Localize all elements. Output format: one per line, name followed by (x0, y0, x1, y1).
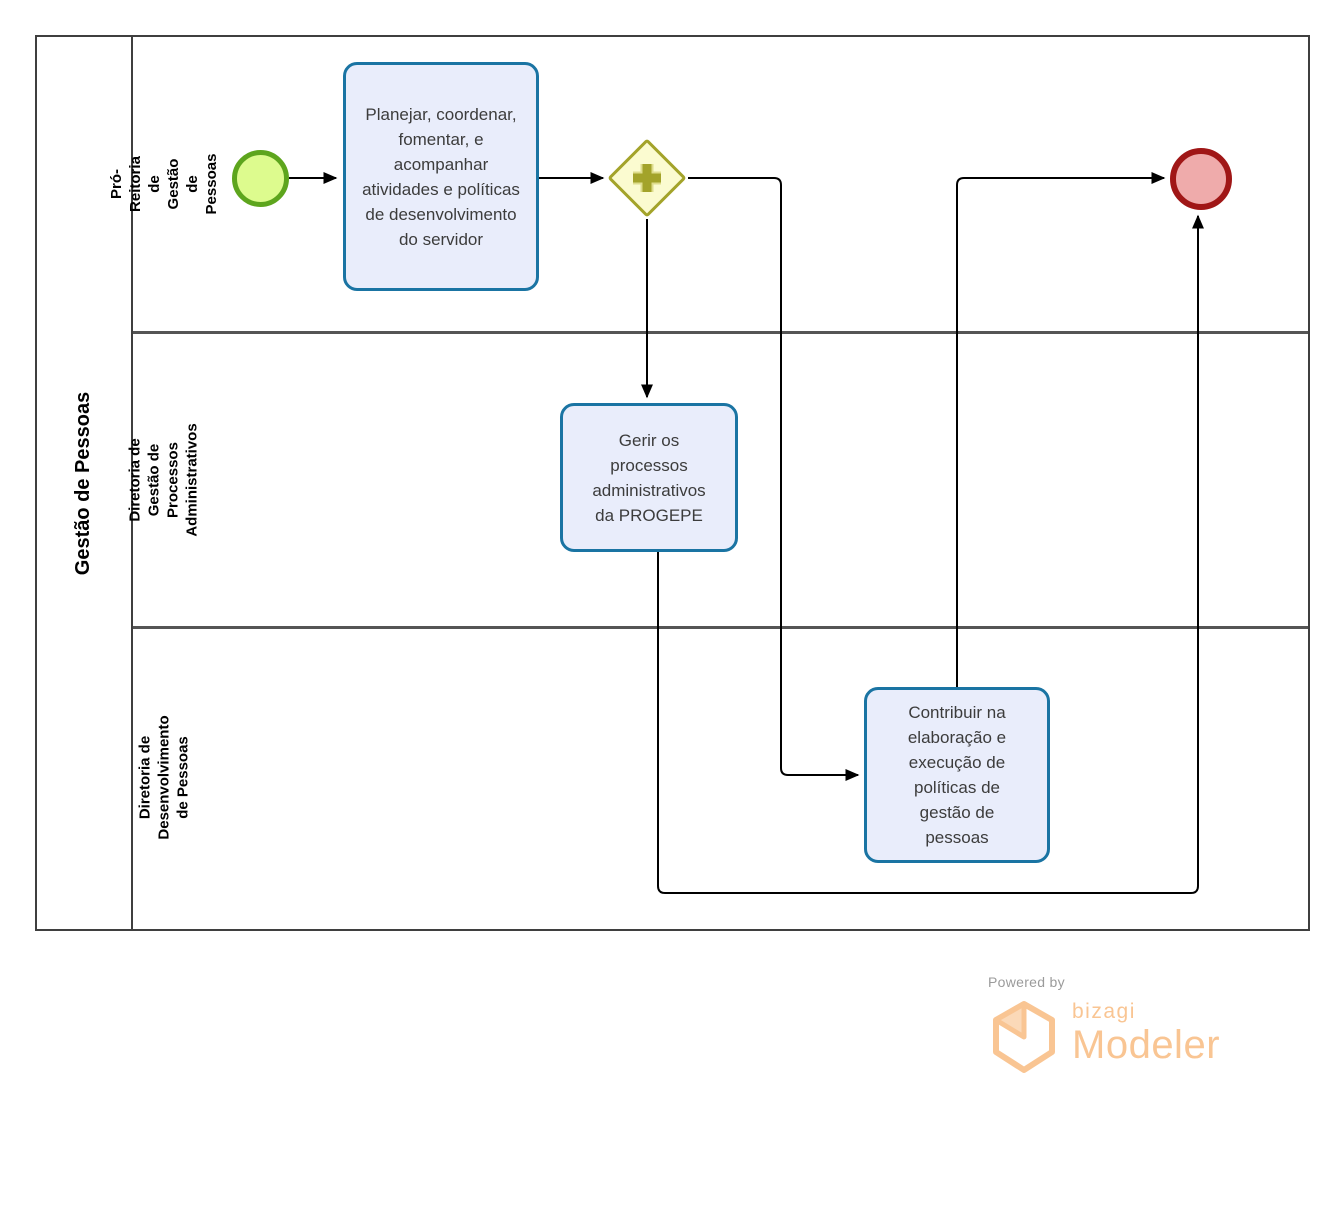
plus-icon (628, 159, 666, 197)
pool-title: Gestão de Pessoas (72, 391, 95, 575)
task-planejar[interactable]: Planejar, coordenar, fomentar, e acompan… (343, 62, 539, 291)
lane-header: Diretoria de Gestão de Processos Adminis… (127, 334, 201, 626)
lane-header: Diretoria de Desenvolvimento de Pessoas (133, 629, 195, 925)
task-contribuir[interactable]: Contribuir na elaboração e execução de p… (864, 687, 1050, 863)
bizagi-branding: Powered by bizagi Modeler (988, 974, 1248, 1081)
lane-diretoria-desenvolvimento: Diretoria de Desenvolvimento de Pessoas (133, 629, 1308, 925)
bizagi-hexagon-icon (988, 998, 1060, 1081)
lane-pro-reitoria: Pró-Reitoria de Gestão de Pessoas (108, 37, 1308, 334)
task-gerir[interactable]: Gerir os processos administrativos da PR… (560, 403, 738, 552)
modeler-wordmark: Modeler (1072, 1023, 1221, 1067)
powered-by-label: Powered by (988, 974, 1065, 990)
lane-label: Diretoria de Gestão de Processos Adminis… (127, 423, 202, 537)
lane-header: Pró-Reitoria de Gestão de Pessoas (108, 37, 220, 331)
parallel-gateway[interactable] (607, 138, 687, 218)
pool-header: Gestão de Pessoas (37, 37, 133, 929)
start-event[interactable] (232, 150, 289, 207)
bizagi-wordmark: bizagi (1072, 1000, 1136, 1023)
end-event[interactable] (1170, 148, 1232, 210)
lane-label: Diretoria de Desenvolvimento de Pessoas (136, 714, 192, 840)
